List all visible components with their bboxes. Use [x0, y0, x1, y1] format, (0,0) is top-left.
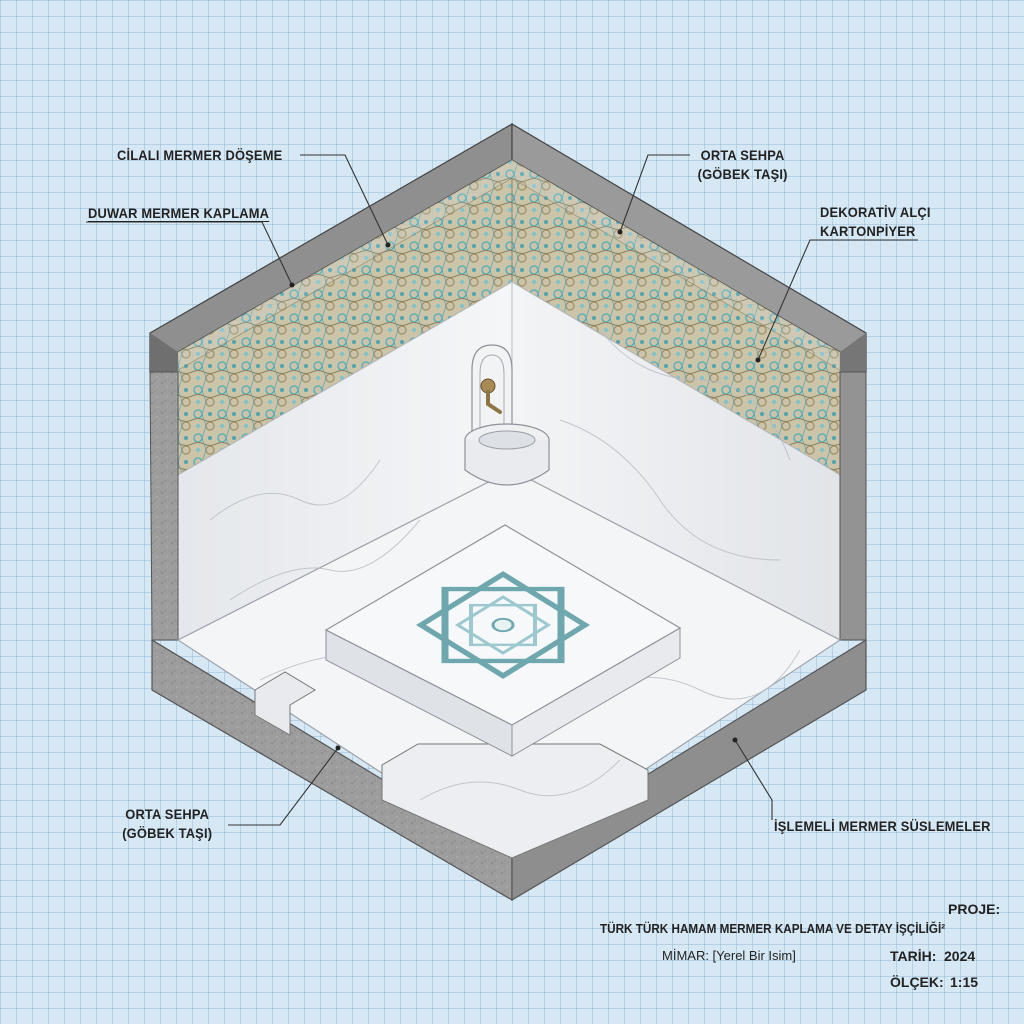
leader-lines	[86, 154, 918, 826]
leader-dots	[289, 229, 761, 751]
mosaic-frieze-top-right	[512, 160, 840, 370]
wall-cap-edge-left	[150, 333, 178, 372]
kurna-basin	[464, 344, 550, 486]
wall-section-left	[149, 371, 179, 641]
wall-section-right	[839, 371, 867, 641]
label-dekorativ-alci: DEKORATİV ALÇI KARTONPİYER	[820, 204, 931, 239]
label-orta-sehpa-bottom: ORTA SEHPA (GÖBEK TAŞI)	[122, 806, 213, 841]
floor-channel-front	[381, 743, 649, 859]
floor-channel-left	[254, 671, 316, 736]
mosaic-frieze-top-left	[178, 160, 512, 370]
label-duvar-mermer-kaplama: DUWAR MERMER KAPLAMA	[88, 205, 270, 221]
geometric-star-icon	[416, 571, 590, 679]
label-cilali-mermer-doseme: CİLALI MERMER DÖŞEME	[117, 147, 283, 163]
faucet-icon	[480, 378, 502, 414]
label-orta-sehpa-top: ORTA SEHPA (GÖBEK TAŞI)	[697, 147, 788, 182]
wall-cap-edge-right	[840, 333, 866, 372]
label-islemeli-mermer-suslemeler: İŞLEMELİ MERMER SÜSLEMELER	[774, 818, 991, 834]
